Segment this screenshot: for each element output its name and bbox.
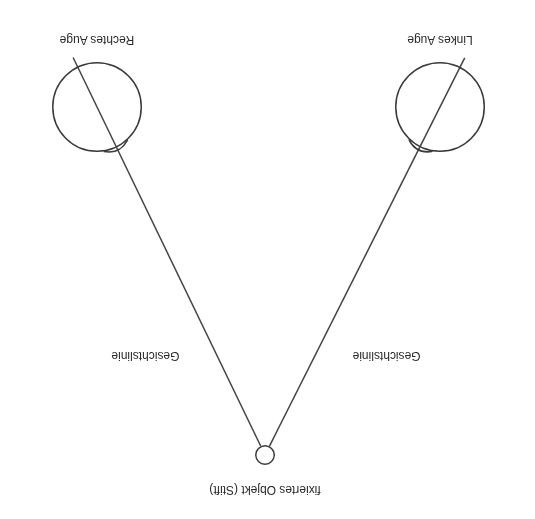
sight-line-inside-eye: [420, 58, 465, 147]
eye-circle: Rechtes Auge: [52, 62, 142, 152]
sight-line: [117, 148, 261, 446]
node-outline: [395, 62, 485, 152]
object-label: fixiertes Objekt (Stift): [209, 483, 320, 497]
sight-line: [269, 147, 419, 446]
cornea-bulge: [104, 140, 128, 152]
cornea-bulge: [409, 139, 433, 151]
sight-line-inside-eye: [73, 58, 117, 148]
eye-circle: [53, 63, 142, 152]
object-circle: [256, 446, 275, 465]
eye-circle: [396, 63, 485, 152]
node-outline: [52, 62, 142, 152]
eye-label: Linkes Auge: [407, 33, 472, 47]
eye-circle: Linkes Auge: [395, 62, 485, 152]
node-outline: [255, 445, 275, 465]
line-label: Gesichtslinie: [351, 349, 423, 363]
object-circle: fixiertes Objekt (Stift): [255, 445, 275, 465]
line-label: Gesichtslinie: [109, 349, 181, 363]
eye-label: Rechtes Auge: [60, 33, 135, 47]
